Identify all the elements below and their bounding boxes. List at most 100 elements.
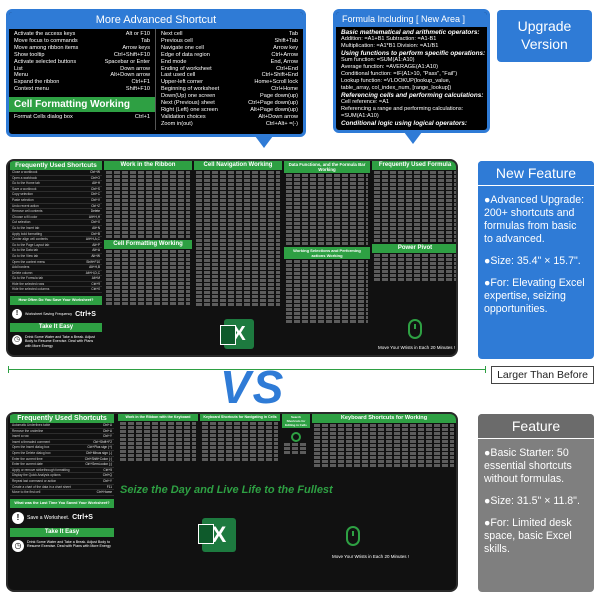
shortcut-action: Go to the Formula tab	[12, 276, 44, 281]
shortcut-keys: Down arrow	[120, 65, 150, 72]
shortcut-action: Right (Left) one screen	[161, 106, 218, 113]
shortcut-line	[374, 227, 456, 230]
take-it-easy-block: ◷ Drink Some Water and Take a Break. Adj…	[10, 537, 114, 555]
shortcut-line	[120, 458, 196, 461]
shortcut-action: Cut selection	[12, 220, 31, 225]
shortcut-keys: Alt+H,B	[89, 265, 100, 270]
shortcut-line	[286, 242, 368, 245]
shortcut-keys: Arrow key	[273, 44, 298, 51]
shortcut-action: Zoom in(out)	[161, 120, 193, 127]
shortcut-line	[374, 258, 456, 261]
shortcut-action: Validation choices	[161, 113, 206, 120]
pad-header: Work in the Ribbon with the Keyboard	[118, 414, 198, 421]
shortcut-keys: Alt+M	[91, 276, 100, 281]
shortcut-line	[196, 295, 280, 298]
shortcut-action: Move to the first cell	[12, 490, 41, 495]
worksheet-label: How Often Do You Save Your Worksheet?	[10, 296, 102, 306]
shortcut-line	[106, 294, 190, 297]
shortcut-action: Context menu	[14, 86, 49, 93]
pad-header: Search Shortcuts for Editing in Cells	[282, 414, 310, 428]
shortcut-line	[286, 206, 368, 209]
shortcut-line	[374, 266, 456, 269]
shortcut-action: Beginning of worksheet	[161, 86, 220, 93]
shortcut-keys: Ctrl+W	[90, 170, 100, 174]
shortcut-line	[374, 171, 456, 174]
shortcut-line	[286, 288, 368, 291]
shortcut-line	[314, 444, 454, 447]
shortcut-action: Hide the selected rows	[12, 281, 45, 286]
shortcut-line	[202, 438, 278, 441]
shortcut-line	[106, 298, 190, 301]
shortcut-row: Go to the Formula tab Alt+M	[10, 276, 102, 282]
shortcut-line	[196, 275, 280, 278]
shortcut-keys: Alt+Page down(up)	[250, 106, 298, 113]
stretch-note: Move Your Wrists in Each 20 Minutes !	[332, 554, 409, 559]
shortcut-line	[286, 178, 368, 181]
shortcut-line	[374, 203, 456, 206]
shortcut-keys: Ctrl+F1	[131, 79, 151, 86]
shortcut-keys: Ctrl+Home	[271, 86, 298, 93]
shortcut-keys: Ctrl+Page down(up)	[248, 100, 298, 107]
shortcut-line	[286, 264, 368, 267]
shortcut-keys: Alt+H,H	[88, 214, 100, 219]
shortcut-keys: Home+Scroll lock	[254, 79, 298, 86]
shortcut-keys: Shift+Tab	[274, 37, 298, 44]
shortcut-line	[196, 287, 280, 290]
shortcut-line	[286, 210, 368, 213]
excel-logo-icon: X	[198, 518, 236, 552]
shortcut-keys: Arrow keys	[122, 44, 150, 51]
shortcut-line	[196, 219, 280, 222]
shortcut-keys: Ctrl+Y	[103, 434, 112, 439]
shortcut-line	[120, 454, 196, 457]
shortcut-keys: Delete	[90, 209, 100, 214]
shortcut-keys: Ctrl+Shift+Colon (:)	[84, 456, 112, 461]
shortcut-keys: Ctrl+9	[91, 281, 100, 286]
shortcut-row: Right (Left) one screen Alt+Page down(up)	[161, 107, 298, 114]
shortcut-line	[106, 199, 190, 202]
formula-line: Lookup function: =VLOOKUP(lookup_value,	[341, 78, 451, 84]
worksheet-label: What was the Last Time You Saved Your Wo…	[10, 498, 114, 508]
shortcut-keys: Ctrl+Minus sign (-)	[85, 450, 112, 455]
pad-header: Data Functions, and the Formula Bar Work…	[284, 161, 370, 173]
shortcut-line	[106, 211, 190, 214]
pad-header: Keyboard Shortcuts for Working	[312, 414, 456, 423]
clock-icon: ◷	[12, 539, 24, 552]
formula-line: Sum function: =SUM(A1:A10)	[341, 57, 415, 63]
take-it-easy-text: Drink Some Water and Take a Break. Adjus…	[27, 539, 111, 549]
shortcut-action: Close a workbook	[12, 170, 38, 174]
shortcut-line	[286, 218, 368, 221]
pad-col-frequently-used: Frequently Used Shortcuts Close a workbo…	[10, 161, 102, 355]
shortcut-line	[374, 183, 456, 186]
shortcut-keys: Ctrl+Q	[102, 473, 112, 478]
shortcut-line	[314, 448, 454, 451]
shortcut-line	[106, 262, 190, 265]
shortcut-keys: Tab	[288, 31, 298, 37]
advanced-mouse-pad: Frequently Used Shortcuts Close a workbo…	[6, 159, 458, 357]
shortcut-action: Go to the Page Layout tab	[12, 242, 50, 247]
shortcut-keys: Alt+N	[92, 225, 100, 230]
take-it-easy-block: ◷ Drink Some Water and Take a Break. Adj…	[10, 332, 102, 351]
shortcut-action: Down(Up) one screen	[161, 93, 216, 100]
shortcut-line	[314, 464, 454, 467]
advanced-shortcut-callout: More Advanced Shortcut Activate the acce…	[6, 9, 306, 137]
shortcut-action: Apply bold formatting	[12, 231, 42, 236]
basic-mouse-pad: Frequently Used Shortcuts Automatic Unde…	[6, 412, 458, 592]
shortcut-line	[286, 202, 368, 205]
shortcut-keys: Alt+Down arrow	[110, 72, 150, 79]
shortcut-action: Activate the access keys	[14, 31, 76, 37]
upgrade-line1: Upgrade	[517, 18, 572, 34]
shortcut-line	[120, 434, 196, 437]
shortcut-line	[202, 442, 278, 445]
shortcut-line	[106, 187, 190, 190]
size-ruler	[8, 366, 486, 373]
shortcut-line	[374, 262, 456, 265]
